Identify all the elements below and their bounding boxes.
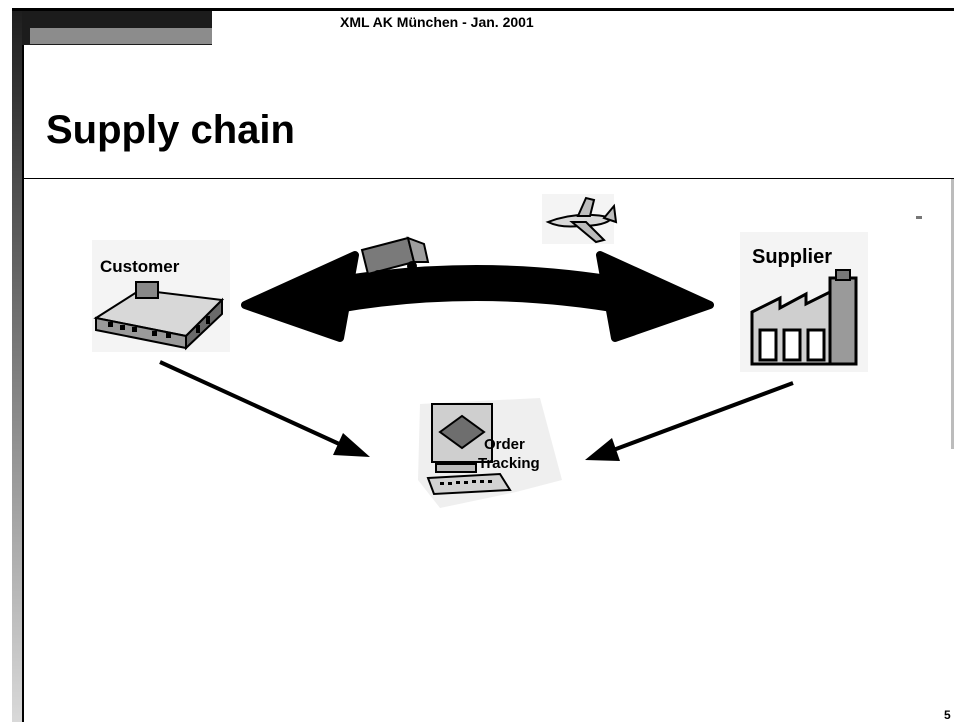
bidirectional-arrow <box>241 251 714 342</box>
right-edge-bar <box>951 179 954 449</box>
customer-node: Customer <box>92 240 230 352</box>
header-rule <box>12 8 954 11</box>
header-text: XML AK München - Jan. 2001 <box>340 14 534 30</box>
supplier-to-tracking-arrow <box>585 381 794 461</box>
factory-icon <box>93 281 225 351</box>
computer-icon <box>426 403 512 496</box>
order-tracking-node: Order Tracking <box>418 398 562 508</box>
airplane-icon <box>542 194 618 244</box>
left-gradient-bar <box>12 11 22 722</box>
slide-title: Supply chain <box>46 108 295 152</box>
supplier-label: Supplier <box>752 246 832 268</box>
customer-to-tracking-arrow <box>159 360 370 457</box>
tracking-label: Tracking <box>478 455 540 472</box>
customer-label: Customer <box>100 257 180 276</box>
header-decoration-gray <box>30 28 212 44</box>
left-border-line <box>22 45 24 722</box>
supplier-node: Supplier <box>740 232 868 372</box>
order-label: Order <box>484 436 525 453</box>
factory-icon <box>750 269 858 366</box>
truck-icon <box>360 236 430 280</box>
title-rule <box>22 178 954 179</box>
stray-mark <box>916 216 922 219</box>
page-number: 5 <box>944 708 951 722</box>
